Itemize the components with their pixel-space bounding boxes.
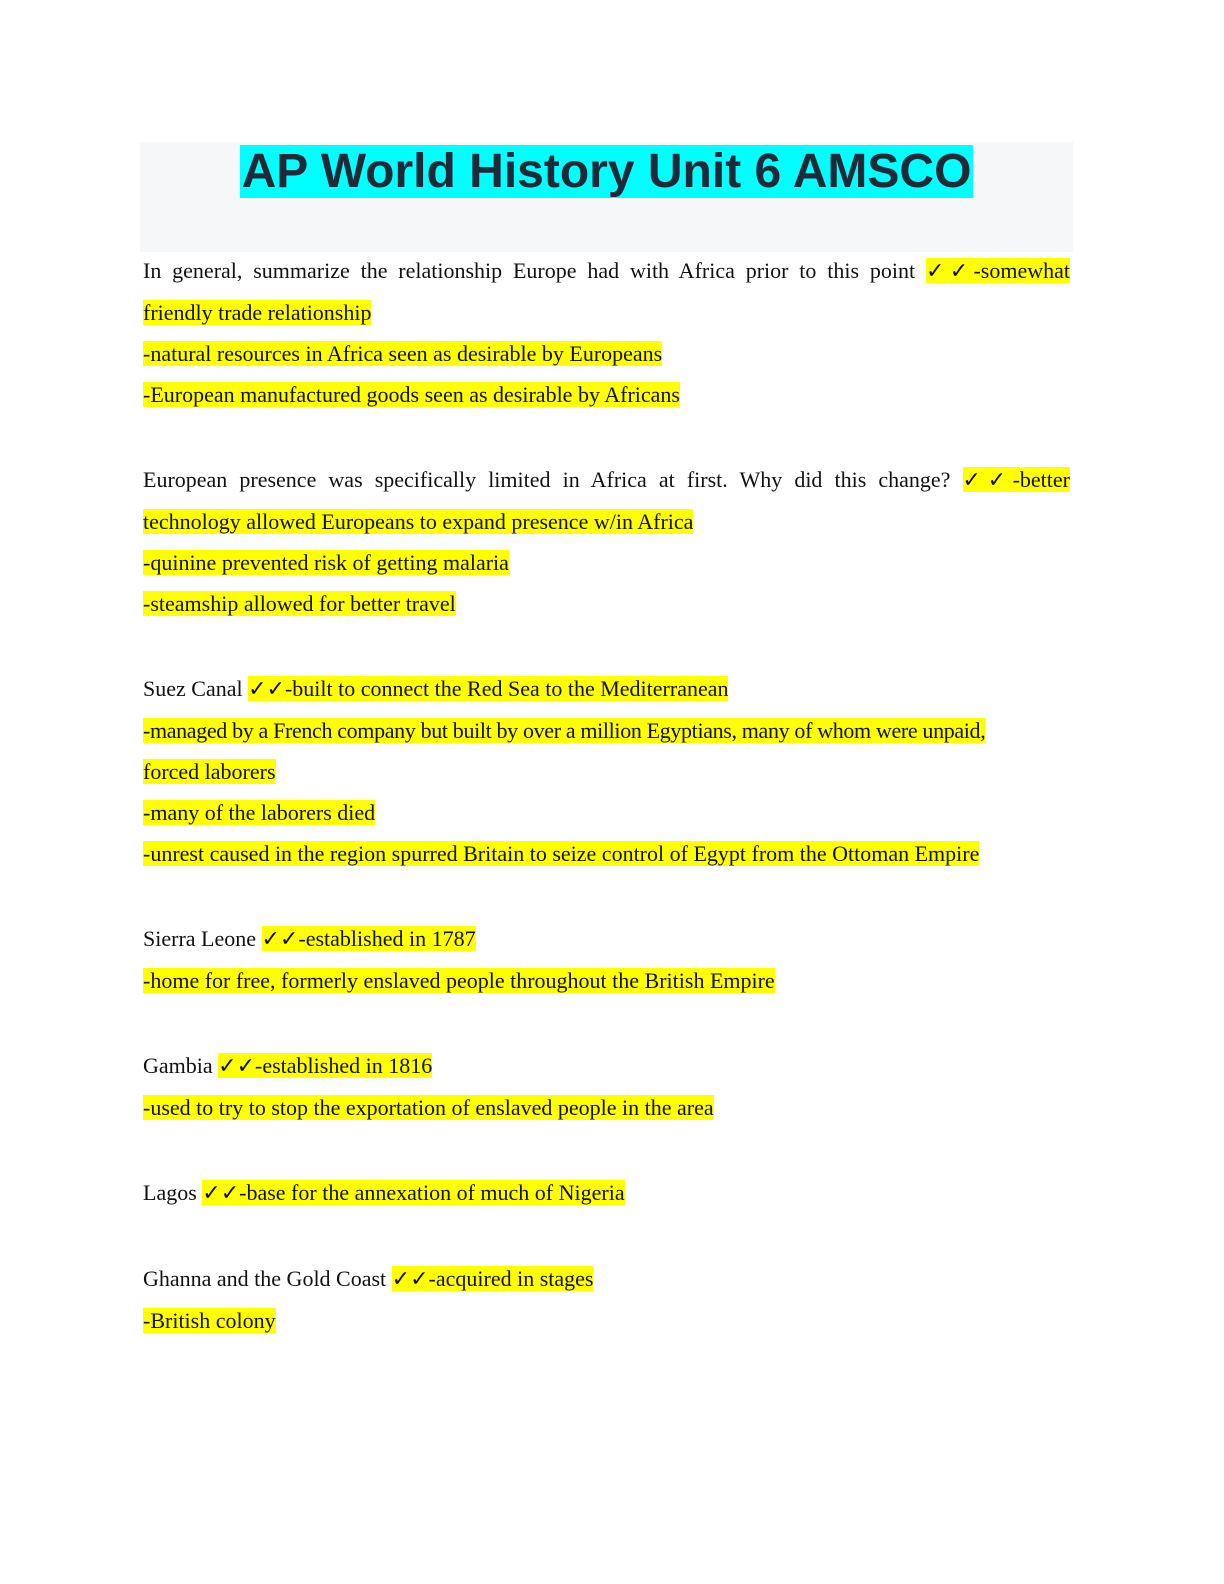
question-text: European presence was specifically limit… (143, 467, 951, 492)
answer-text: -somewhat (973, 258, 1071, 283)
answer-text: -built to connect the Red Sea to the Med… (284, 676, 729, 701)
title-text: AP World History Unit 6 AMSCO (239, 145, 974, 198)
section-gap (143, 415, 1070, 459)
double-checkmark-icon: ✓✓ (962, 468, 1013, 493)
double-checkmark-icon: ✓✓ (261, 927, 299, 952)
page-title: AP World History Unit 6 AMSCO (140, 145, 1073, 198)
section-gap (143, 1214, 1070, 1258)
qa-item: Lagos ✓✓-base for the annexation of much… (143, 1172, 1070, 1214)
qa-content: In general, summarize the relationship E… (143, 250, 1071, 1341)
question-line: Sierra Leone ✓✓-established in 1787 (143, 918, 1070, 960)
qa-item: Gambia ✓✓-established in 1816 -used to t… (143, 1045, 1070, 1128)
section-gap (143, 1128, 1070, 1172)
question-line: European presence was specifically limit… (143, 459, 1070, 501)
double-checkmark-icon: ✓✓ (218, 1054, 256, 1079)
answer-highlight: ✓✓-established in 1787 (261, 926, 476, 952)
answer-text: -British colony (143, 1308, 276, 1333)
answer-text: -European manufactured goods seen as des… (143, 382, 680, 407)
question-line: Gambia ✓✓-established in 1816 (143, 1045, 1070, 1087)
double-checkmark-icon: ✓✓ (248, 677, 285, 702)
answer-highlight: ✓✓-base for the annexation of much of Ni… (202, 1180, 625, 1206)
answer-line: -natural resources in Africa seen as des… (143, 333, 1070, 374)
answer-text: -managed by a French company but built b… (143, 718, 986, 743)
title-band: AP World History Unit 6 AMSCO (140, 142, 1073, 252)
qa-item: European presence was specifically limit… (143, 459, 1070, 624)
answer-text: forced laborers (143, 759, 276, 784)
answer-highlight: ✓✓-built to connect the Red Sea to the M… (248, 676, 729, 702)
answer-text: -many of the laborers died (143, 800, 376, 825)
double-checkmark-icon: ✓✓ (925, 259, 974, 284)
answer-text: -quinine prevented risk of getting malar… (143, 550, 509, 575)
question-line: Lagos ✓✓-base for the annexation of much… (143, 1172, 1070, 1214)
answer-line: -used to try to stop the exportation of … (143, 1087, 1070, 1128)
answer-line: technology allowed Europeans to expand p… (143, 501, 1070, 542)
answer-highlight: ✓✓-established in 1816 (218, 1053, 433, 1079)
answer-text: -better (1012, 467, 1070, 492)
answer-line: -quinine prevented risk of getting malar… (143, 542, 1070, 583)
answer-text: -established in 1787 (298, 926, 476, 951)
question-text: Gambia (143, 1053, 213, 1078)
answer-text: -unrest caused in the region spurred Bri… (143, 841, 980, 866)
answer-line: -steamship allowed for better travel (143, 583, 1070, 624)
qa-item: Sierra Leone ✓✓-established in 1787 -hom… (143, 918, 1070, 1001)
answer-text: -used to try to stop the exportation of … (143, 1095, 714, 1120)
section-gap (143, 1001, 1070, 1045)
answer-highlight: ✓✓-somewhat (925, 258, 1071, 284)
section-gap (143, 624, 1070, 668)
answer-line: -managed by a French company but built b… (143, 710, 1070, 751)
question-text: Suez Canal (143, 676, 243, 701)
question-line: Suez Canal ✓✓-built to connect the Red S… (143, 668, 1070, 710)
answer-line: forced laborers (143, 751, 1070, 792)
qa-item: Suez Canal ✓✓-built to connect the Red S… (143, 668, 1070, 874)
answer-text: -established in 1816 (255, 1053, 433, 1078)
qa-item: Ghanna and the Gold Coast ✓✓-acquired in… (143, 1258, 1070, 1341)
answer-line: -home for free, formerly enslaved people… (143, 960, 1070, 1001)
answer-line: -European manufactured goods seen as des… (143, 374, 1070, 415)
answer-line: -British colony (143, 1300, 1070, 1341)
answer-text: friendly trade relationship (143, 300, 372, 325)
qa-item: In general, summarize the relationship E… (143, 250, 1071, 415)
answer-text: -home for free, formerly enslaved people… (143, 968, 775, 993)
question-line: In general, summarize the relationship E… (143, 250, 1071, 292)
question-text: Sierra Leone (143, 926, 256, 951)
question-line: Ghanna and the Gold Coast ✓✓-acquired in… (143, 1258, 1070, 1300)
answer-line: friendly trade relationship (143, 292, 1070, 333)
question-text: In general, summarize the relationship E… (143, 258, 916, 283)
answer-highlight: ✓✓-better (962, 467, 1070, 493)
answer-text: -steamship allowed for better travel (143, 591, 456, 616)
section-gap (143, 874, 1070, 918)
double-checkmark-icon: ✓✓ (391, 1267, 429, 1292)
answer-highlight: ✓✓-acquired in stages (391, 1266, 594, 1292)
answer-line: -unrest caused in the region spurred Bri… (143, 833, 1070, 874)
answer-line: -many of the laborers died (143, 792, 1070, 833)
answer-text: -acquired in stages (428, 1266, 594, 1291)
answer-text: technology allowed Europeans to expand p… (143, 509, 694, 534)
answer-text: -base for the annexation of much of Nige… (239, 1180, 625, 1205)
question-text: Ghanna and the Gold Coast (143, 1266, 387, 1291)
answer-text: -natural resources in Africa seen as des… (143, 341, 663, 366)
question-text: Lagos (143, 1180, 197, 1205)
double-checkmark-icon: ✓✓ (202, 1181, 240, 1206)
